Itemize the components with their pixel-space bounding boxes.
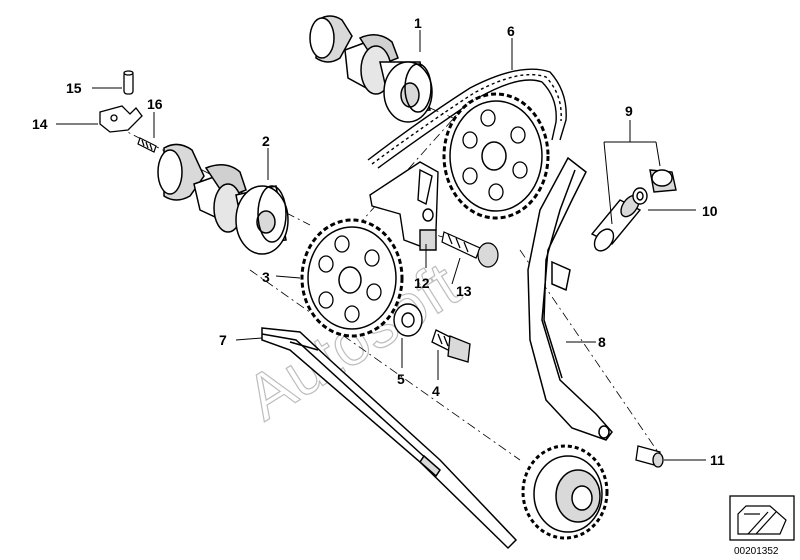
pin bbox=[635, 445, 664, 468]
screw-plug bbox=[649, 169, 677, 193]
callout-2: 2 bbox=[262, 133, 270, 149]
leader-lines bbox=[56, 30, 706, 461]
callout-8: 8 bbox=[598, 334, 606, 350]
guide-bolt bbox=[441, 231, 499, 268]
chain-guide-bracket bbox=[369, 161, 439, 251]
chain-tensioner bbox=[590, 194, 642, 252]
crank-sprocket bbox=[521, 444, 609, 540]
upper-camshaft bbox=[309, 15, 433, 123]
callout-3: 3 bbox=[262, 269, 270, 285]
timing-chain bbox=[367, 68, 567, 169]
callout-13: 13 bbox=[456, 283, 472, 299]
engine-outline-icon bbox=[737, 505, 787, 535]
callout-16: 16 bbox=[147, 96, 163, 112]
callout-9: 9 bbox=[625, 103, 633, 119]
guide-rail bbox=[527, 156, 613, 441]
dowel-pin bbox=[123, 70, 134, 95]
callout-14: 14 bbox=[32, 116, 48, 132]
lower-camshaft bbox=[157, 143, 289, 255]
sealing-ring bbox=[632, 187, 648, 205]
lower-sprocket bbox=[300, 218, 404, 338]
upper-sprocket bbox=[442, 92, 550, 220]
reference-number: 00201352 bbox=[734, 546, 779, 557]
tensioner-rail bbox=[261, 327, 518, 550]
callout-4: 4 bbox=[432, 383, 440, 399]
callout-1: 1 bbox=[414, 15, 422, 31]
small-screw bbox=[137, 137, 157, 153]
callout-11: 11 bbox=[710, 452, 725, 468]
rocker-arm bbox=[99, 105, 143, 133]
sprocket-bolt bbox=[431, 329, 471, 363]
callout-5: 5 bbox=[397, 371, 405, 387]
reference-box: 00201352 bbox=[729, 495, 795, 557]
callout-15: 15 bbox=[66, 80, 82, 96]
callout-labels: 1 2 3 4 5 6 7 8 9 10 11 12 13 14 15 16 bbox=[32, 15, 725, 468]
callout-10: 10 bbox=[702, 203, 718, 219]
callout-6: 6 bbox=[507, 23, 515, 39]
washer bbox=[393, 303, 423, 337]
callout-12: 12 bbox=[414, 275, 430, 291]
callout-7: 7 bbox=[219, 332, 227, 348]
